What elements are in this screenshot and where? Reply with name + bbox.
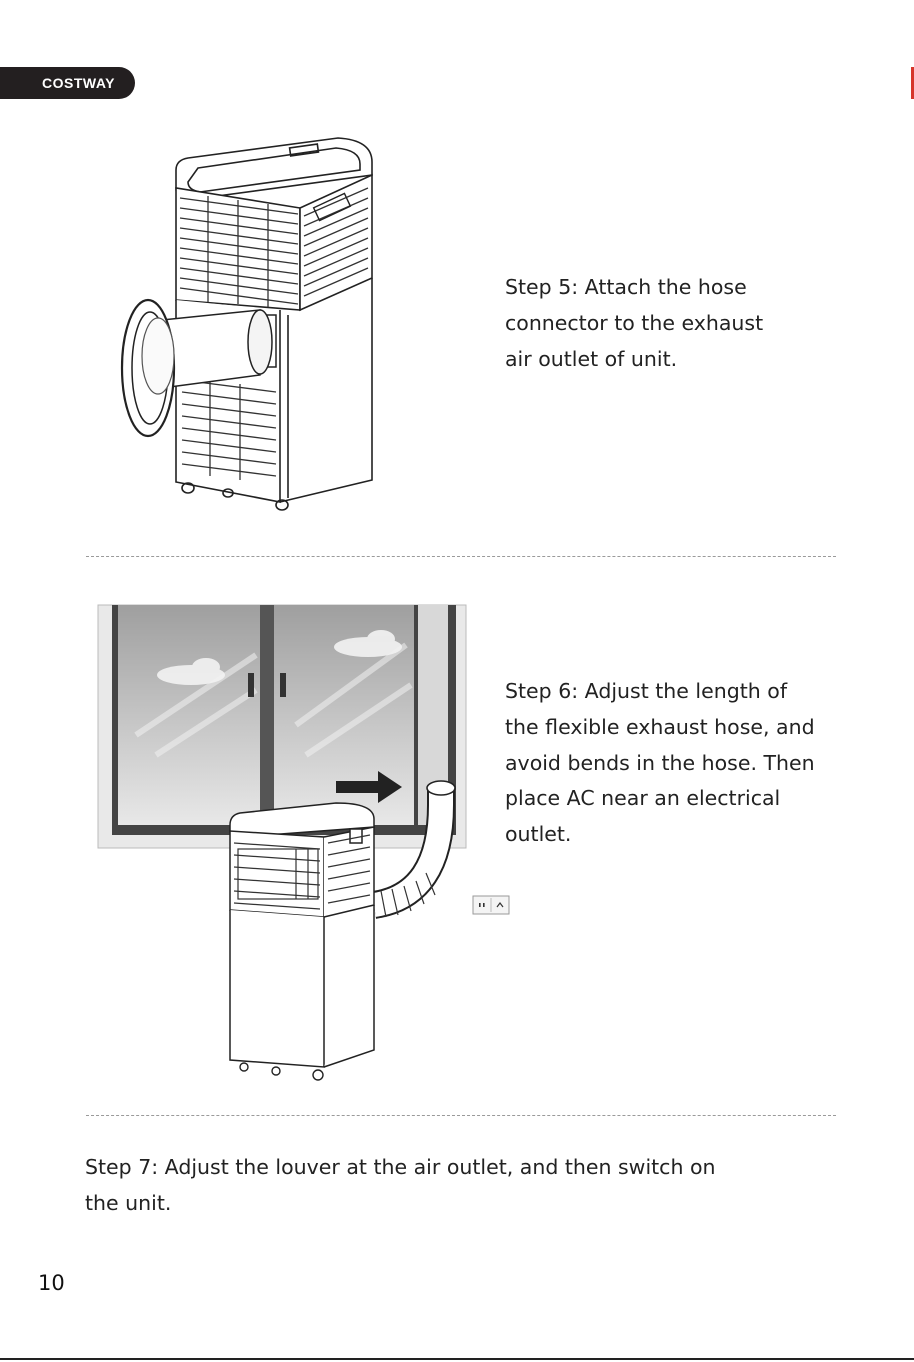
section-divider [86, 556, 836, 557]
wall-outlet-icon [472, 895, 510, 915]
step-6-text: Step 6: Adjust the length of the flexibl… [505, 674, 815, 853]
step-7-text: Step 7: Adjust the louver at the air out… [85, 1150, 716, 1222]
step-6-line: avoid bends in the hose. Then [505, 751, 815, 775]
step-7-line: Step 7: Adjust the louver at the air out… [85, 1155, 716, 1179]
step-5-line: air outlet of unit. [505, 347, 677, 371]
brand-tab: COSTWAY [0, 67, 135, 99]
step-5-line: connector to the exhaust [505, 311, 763, 335]
step-5-text: Step 5: Attach the hose connector to the… [505, 270, 763, 377]
ac-unit-with-connector-illustration [110, 130, 390, 515]
step-6-line: Step 6: Adjust the length of [505, 679, 787, 703]
step-6-line: the flexible exhaust hose, and [505, 715, 815, 739]
brand-logo: COSTWAY [42, 75, 115, 91]
bottom-rule [0, 1358, 914, 1360]
step-6-line: outlet. [505, 822, 571, 846]
step-5-line: Step 5: Attach the hose [505, 275, 747, 299]
page-number: 10 [38, 1271, 65, 1295]
section-divider [86, 1115, 836, 1116]
step-7-line: the unit. [85, 1191, 171, 1215]
step-6-line: place AC near an electrical [505, 786, 780, 810]
window-ac-hose-illustration [96, 605, 516, 1085]
